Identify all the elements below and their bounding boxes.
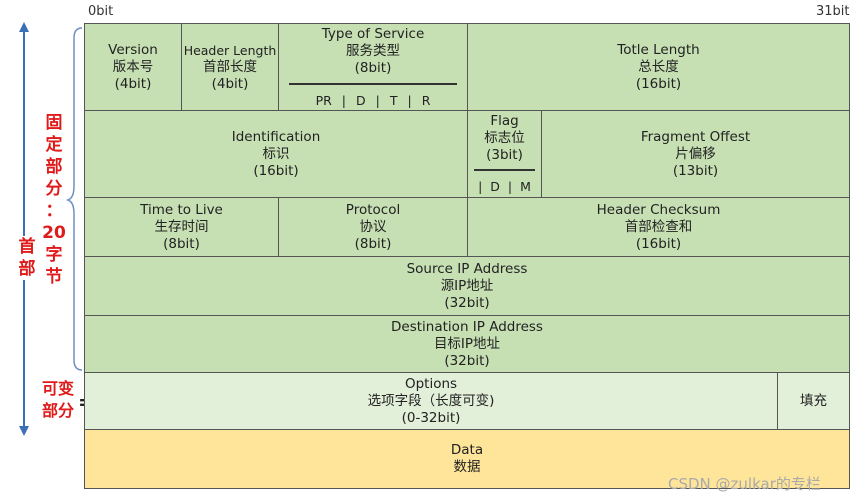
watermark: CSDN @zulkar的专栏: [668, 475, 821, 493]
options-cell: Options 选项字段（长度可变) (0-32bit): [84, 372, 778, 430]
fixed-part-brace: [66, 27, 83, 371]
padding-cell: 填充: [777, 372, 850, 430]
flag-bits: | D | M: [478, 179, 531, 194]
fixed-part-label: 固 定 部 分 ： 20 字 节: [42, 113, 66, 287]
bit-start-label: 0bit: [88, 4, 114, 19]
header-length-cell: Header Length 首部长度 (4bit): [181, 23, 279, 111]
destination-ip-cell: Destination IP Address 目标IP地址 (32bit): [84, 315, 850, 373]
source-ip-cell: Source IP Address 源IP地址 (32bit): [84, 256, 850, 316]
header-span-arrow: [19, 22, 29, 436]
data-cell: Data 数据: [84, 429, 850, 489]
header-label: 首 部: [16, 236, 38, 280]
total-length-cell: Totle Length 总长度 (16bit): [467, 23, 850, 111]
type-of-service-cell: Type of Service 服务类型 (8bit) PR | D | T |…: [278, 23, 468, 111]
bit-end-label: 31bit: [816, 4, 850, 19]
ttl-cell: Time to Live 生存时间 (8bit): [84, 197, 279, 257]
tos-divider: [289, 83, 457, 85]
identification-cell: Identification 标识 (16bit): [84, 110, 468, 198]
fragment-offset-cell: Fragment Offest 片偏移 (13bit): [541, 110, 850, 198]
version-cell: Version 版本号 (4bit): [84, 23, 182, 111]
tos-flags: PR | D | T | R: [315, 93, 431, 108]
header-checksum-cell: Header Checksum 首部检查和 (16bit): [467, 197, 850, 257]
protocol-cell: Protocol 协议 (8bit): [278, 197, 468, 257]
flag-divider: [474, 169, 535, 171]
variable-part-label: 可变 部分: [41, 379, 74, 420]
flag-cell: Flag 标志位 (3bit) | D | M: [467, 110, 542, 198]
